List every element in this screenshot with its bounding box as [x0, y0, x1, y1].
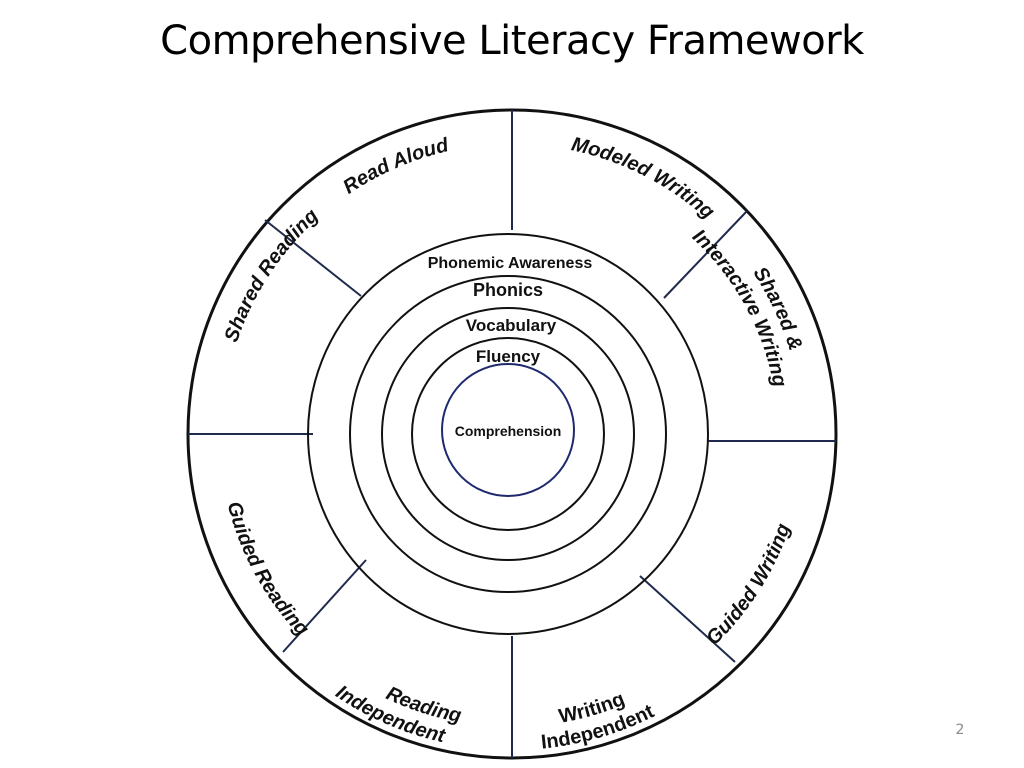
divider-upper-right: [663, 210, 748, 299]
ring-phonics: [349, 275, 667, 593]
ring-label-fluency: Fluency: [476, 347, 541, 366]
ring-vocabulary: [381, 307, 635, 561]
ring-phonemic-awareness: [307, 233, 709, 635]
ring-label-phonics: Phonics: [473, 280, 543, 300]
ring-label-comprehension: Comprehension: [455, 423, 562, 439]
ring-label-vocabulary: Vocabulary: [466, 316, 557, 335]
slide-number: 2: [955, 722, 965, 738]
divider-lower-left: [282, 559, 367, 653]
divider-upper-left: [264, 219, 362, 297]
section-label-modeled-writing: Modeled Writing: [569, 133, 718, 223]
section-label-guided-reading: Guided Reading: [223, 499, 314, 640]
divider-lower-right: [639, 575, 736, 663]
section-label-guided-writing: Guided Writing: [702, 521, 795, 650]
section-dividers: [188, 110, 836, 758]
section-label-read-aloud: Read Aloud: [339, 134, 451, 199]
ring-fluency: [411, 337, 605, 531]
center-comprehension: [441, 363, 575, 497]
slide-title: Comprehensive Literacy Framework: [160, 18, 864, 64]
ring-label-phonemic-awareness: Phonemic Awareness: [428, 255, 593, 272]
